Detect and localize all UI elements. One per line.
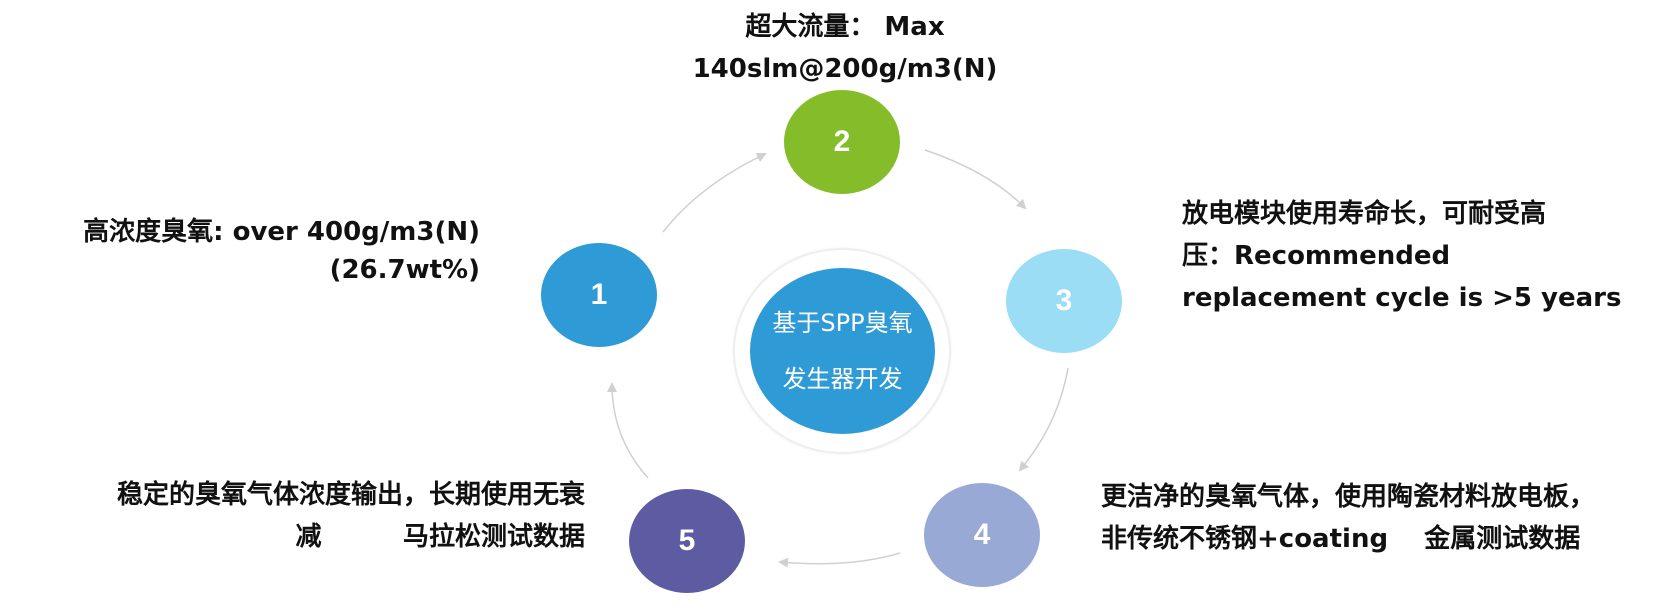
center-title-line-2: 发生器开发 xyxy=(782,365,903,393)
node-2: 2 xyxy=(784,90,900,194)
label-node-2-line-1: 超大流量： Max xyxy=(745,12,945,42)
label-node-1-line-1: 高浓度臭氧: over 400g/m3(N) xyxy=(83,217,480,247)
node-3: 3 xyxy=(1006,249,1122,353)
label-node-1-line-2: (26.7wt%) xyxy=(329,255,480,285)
node-1: 1 xyxy=(541,243,657,347)
label-node-3: 放电模块使用寿命长，可耐受高 压：Recommended replacement… xyxy=(1182,193,1621,319)
label-node-4-line-1: 更洁净的臭氧气体，使用陶瓷材料放电板， xyxy=(1101,482,1596,512)
label-node-5: 稳定的臭氧气体浓度输出，长期使用无衰 减 马拉松测试数据 xyxy=(20,474,585,558)
label-node-5-line-1: 稳定的臭氧气体浓度输出，长期使用无衰 xyxy=(116,480,585,510)
arrow-3-to-4 xyxy=(1018,367,1069,472)
label-node-1: 高浓度臭氧: over 400g/m3(N) (26.7wt%) xyxy=(60,213,480,289)
label-node-4: 更洁净的臭氧气体，使用陶瓷材料放电板， 非传统不锈钢+coating 金属测试数… xyxy=(1101,476,1595,560)
node-5-number: 5 xyxy=(678,524,696,557)
label-node-3-line-3: replacement cycle is >5 years xyxy=(1182,283,1622,313)
node-3-number: 3 xyxy=(1055,284,1073,317)
center-ring xyxy=(733,248,951,454)
node-4: 4 xyxy=(924,483,1040,587)
label-node-2-line-2: 140slm@200g/m3(N) xyxy=(692,54,998,84)
node-4-number: 4 xyxy=(973,518,991,551)
arrow-2-to-3 xyxy=(924,149,1027,210)
node-1-number: 1 xyxy=(590,278,608,311)
label-node-2: 超大流量： Max 140slm@200g/m3(N) xyxy=(600,6,1090,90)
center-circle: 基于SPP臭氧 发生器开发 xyxy=(750,268,935,434)
arrow-1-to-2 xyxy=(662,152,767,233)
arrow-4-to-5 xyxy=(778,552,901,568)
label-node-5-line-2: 减 马拉松测试数据 xyxy=(295,522,585,552)
label-node-4-line-2: 非传统不锈钢+coating 金属测试数据 xyxy=(1101,524,1581,554)
node-2-number: 2 xyxy=(833,125,851,158)
center-title-line-1: 基于SPP臭氧 xyxy=(772,309,913,337)
label-node-3-line-2: 压：Recommended xyxy=(1182,241,1451,271)
arrow-5-to-1 xyxy=(607,382,649,479)
label-node-3-line-1: 放电模块使用寿命长，可耐受高 xyxy=(1182,199,1547,229)
node-5: 5 xyxy=(629,489,745,593)
